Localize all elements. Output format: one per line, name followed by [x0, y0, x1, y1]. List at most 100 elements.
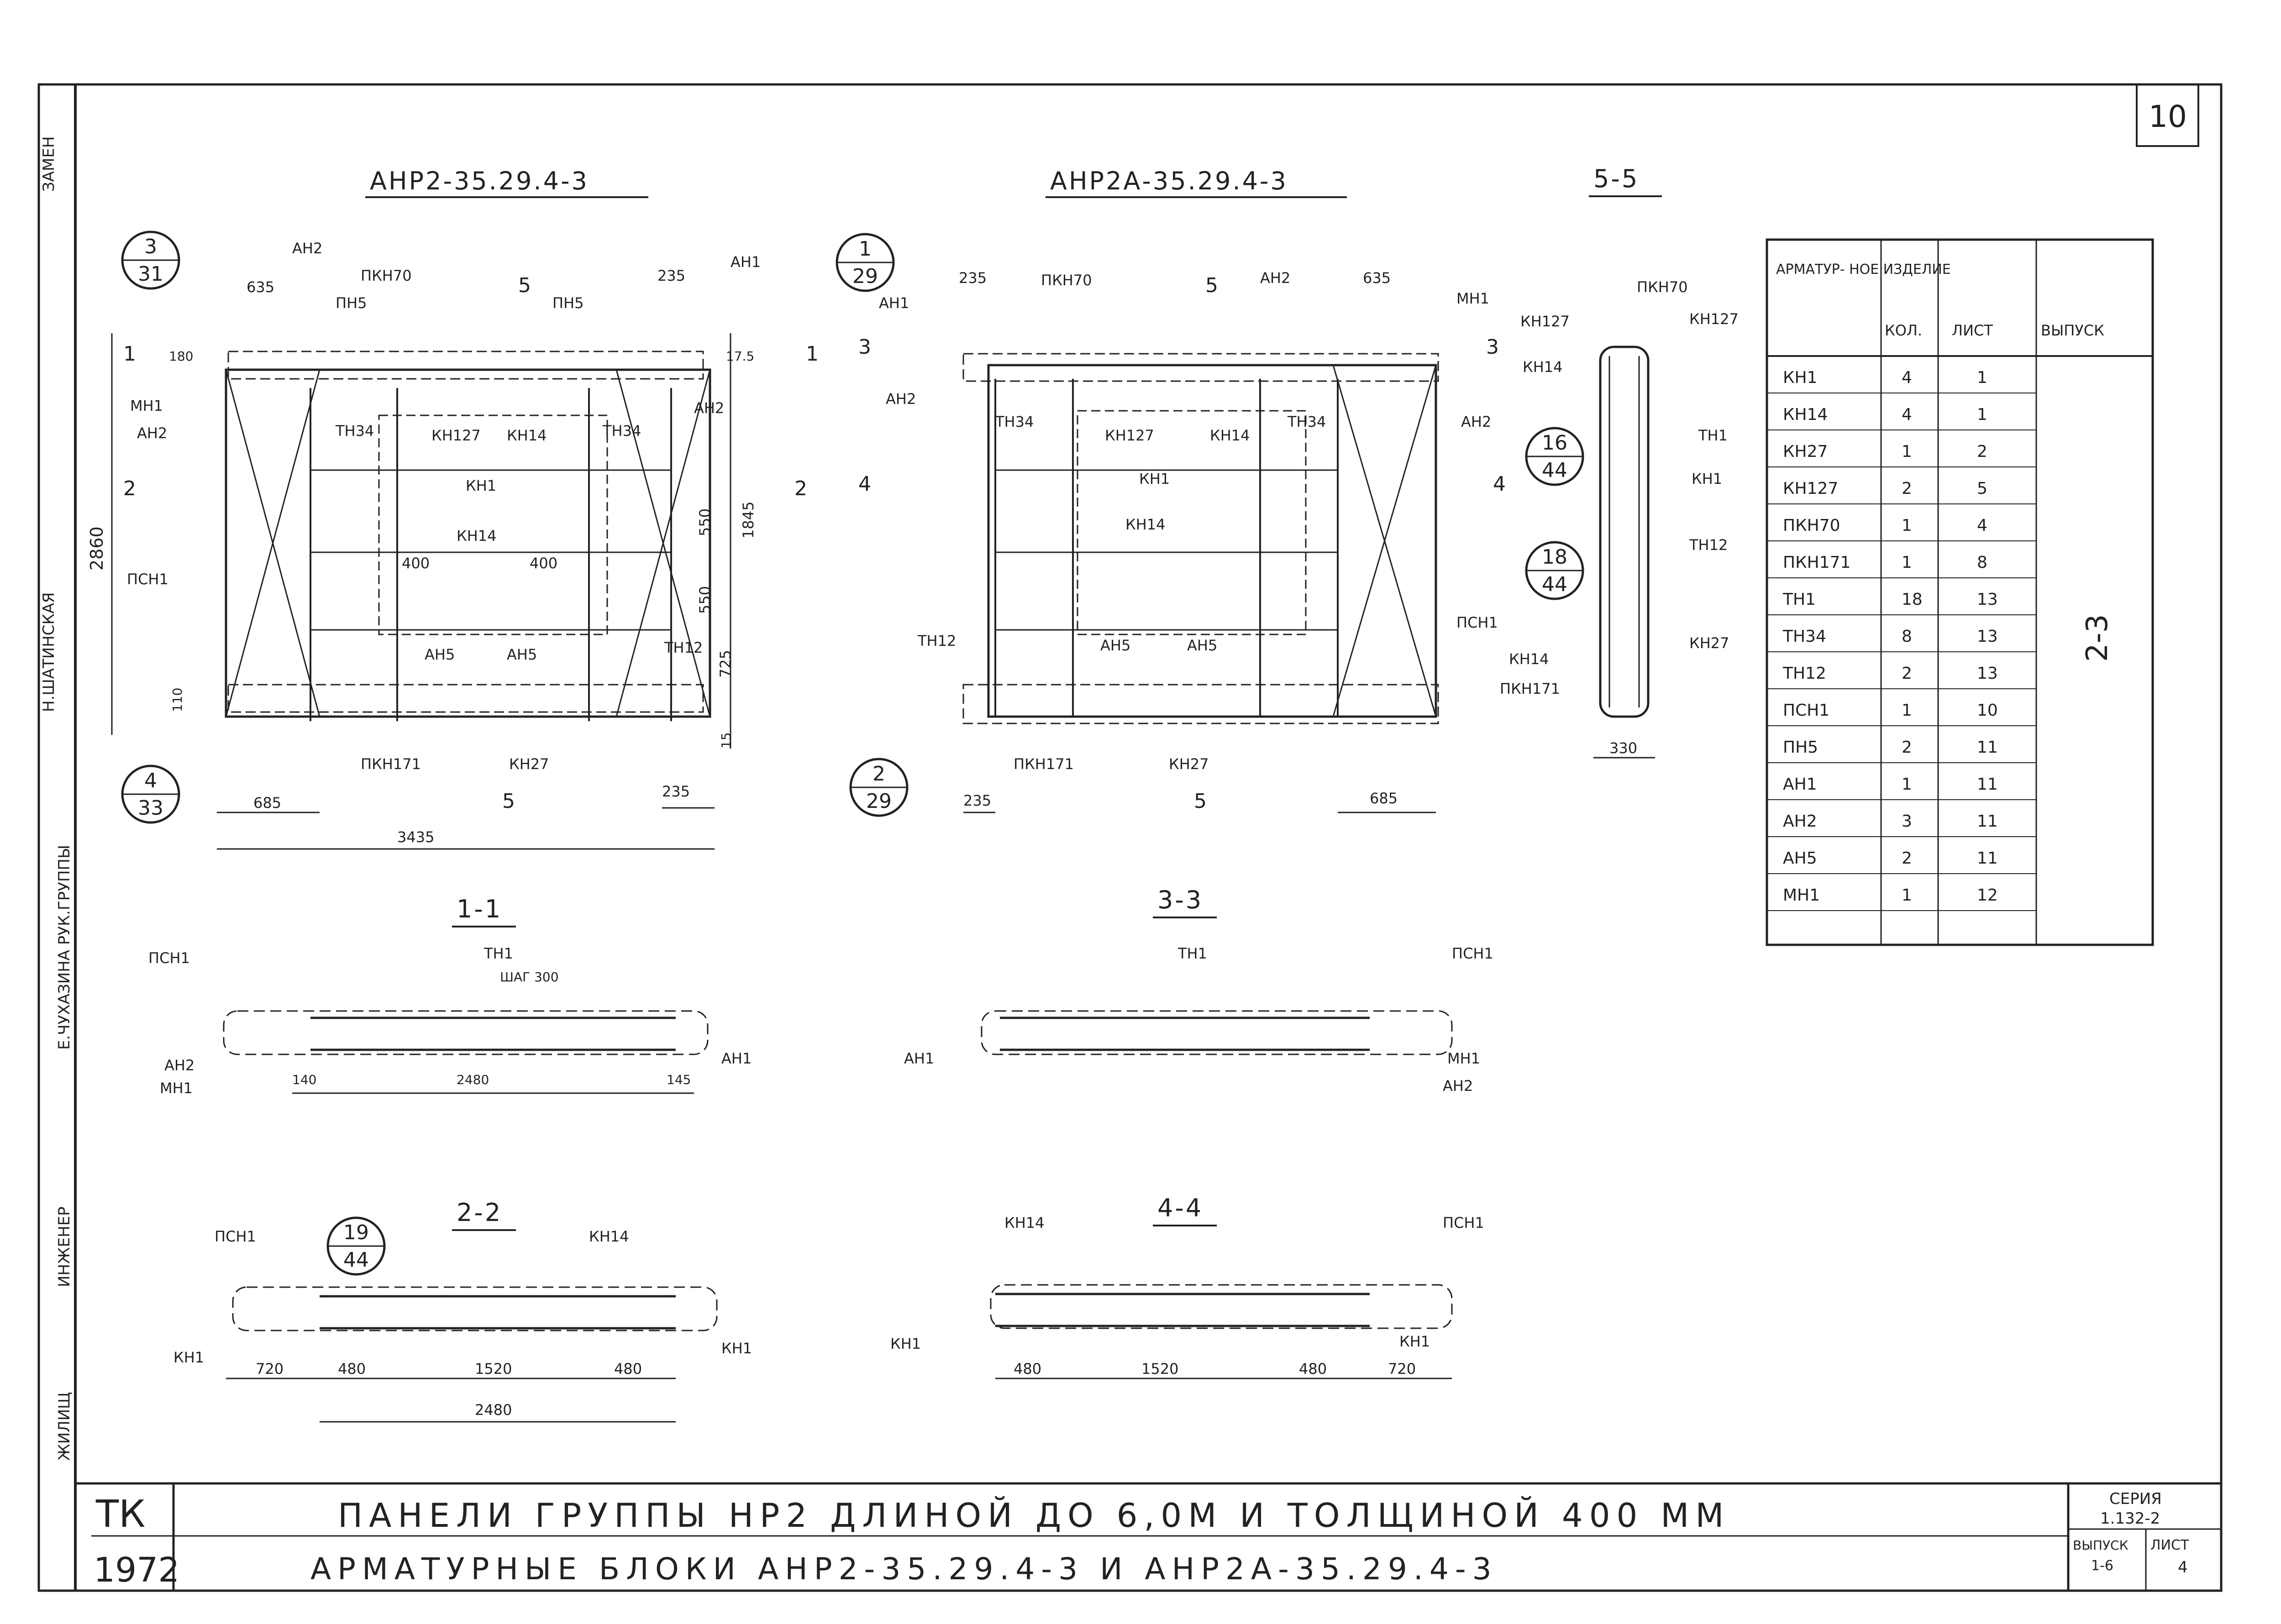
- view2-drawing: 1 29 2 29 235 ПКН70 5 АН2 635 МН1 АН1 3 …: [836, 233, 1506, 817]
- strip-text-4: ИНЖЕНЕР: [55, 1206, 74, 1287]
- view2-cross-b: [1332, 365, 1437, 717]
- v1-label: 1845: [740, 502, 757, 539]
- v2-label: ТН34: [995, 413, 1034, 430]
- v2-label: КН14: [1125, 516, 1166, 533]
- s11-label: МН1: [160, 1079, 193, 1097]
- v2-label: АН2: [1461, 413, 1491, 430]
- spec-header-qty: КОЛ.: [1885, 322, 1922, 339]
- spec-cell-item: АН5: [1783, 849, 1817, 868]
- v1-label: 110: [170, 688, 185, 712]
- section-4-4-drawing: КН14 ПСН1 КН1 КН1 480 1520 480 720: [890, 1214, 1484, 1379]
- spec-cell-qty: 1: [1902, 442, 1912, 461]
- view3-callout-2-top: 18: [1542, 545, 1567, 569]
- spec-header-item: АРМАТУР- НОЕ ИЗДЕЛИЕ: [1776, 262, 1951, 278]
- s22-label: 1520: [475, 1360, 512, 1378]
- v1-label: КН127: [431, 427, 481, 444]
- s11-label: ШАГ 300: [500, 969, 559, 985]
- sheet-number: 10: [2149, 99, 2187, 134]
- v1-label: ПКН171: [361, 755, 421, 773]
- s33-label: МН1: [1447, 1050, 1480, 1067]
- spec-cell-item: АН2: [1783, 812, 1817, 831]
- s33-label: ПСН1: [1452, 945, 1493, 962]
- v2-label: АН2: [886, 390, 916, 408]
- view1-callout-1-bottom: 31: [138, 262, 163, 286]
- v3-label: ТН1: [1698, 427, 1728, 444]
- view2-callout-1-bottom: 29: [852, 265, 878, 288]
- spec-cell-qty: 1: [1902, 553, 1912, 572]
- spec-table-frame: [1766, 238, 2154, 946]
- spec-cell-qty: 1: [1902, 516, 1912, 535]
- v2-label: 235: [963, 792, 991, 809]
- s22-label: 480: [338, 1360, 366, 1378]
- s11-label: АН1: [721, 1050, 752, 1067]
- spec-cell-item: КН14: [1783, 405, 1828, 424]
- spec-issue-value: 2-3: [2081, 614, 2114, 662]
- spec-cell-sheet: 8: [1977, 553, 1987, 572]
- v1-label: 17.5: [726, 349, 754, 364]
- spec-cell-item: АН1: [1783, 775, 1817, 794]
- s44-label: КН14: [1004, 1214, 1045, 1231]
- strip-text-1: ЗАМЕН: [40, 136, 58, 192]
- sheet-label: ЛИСТ: [2150, 1537, 2189, 1553]
- v3-label: ПКН70: [1637, 278, 1688, 296]
- section-2-2-title: 2-2: [457, 1198, 502, 1227]
- v2-label: КН1: [1139, 470, 1170, 487]
- spec-cell-item: ТН1: [1782, 590, 1816, 609]
- view1-bottom-band: [227, 684, 704, 713]
- series-label: СЕРИЯ: [2109, 1490, 2162, 1508]
- s11-panel: [223, 1010, 709, 1055]
- spec-cell-qty: 4: [1902, 368, 1912, 387]
- section-4-4-title: 4-4: [1157, 1194, 1203, 1222]
- s44-panel: [990, 1284, 1453, 1329]
- v2-label: 635: [1363, 269, 1391, 287]
- v1-label: 1: [806, 342, 819, 366]
- view2-opening: [1077, 410, 1307, 635]
- v2-label: КН127: [1105, 427, 1154, 444]
- spec-cell-sheet: 13: [1977, 590, 1998, 609]
- v2-label: МН1: [1456, 290, 1489, 307]
- v3-label: КН14: [1509, 650, 1549, 668]
- s11-label: ПСН1: [148, 949, 190, 967]
- v1-label: ПН5: [336, 294, 367, 312]
- v3-label: ПКН171: [1500, 680, 1560, 697]
- title-block: ТК 1972 ПАНЕЛИ ГРУППЫ НР2 ДЛИНОЙ ДО 6,0М…: [75, 1482, 2221, 1591]
- v3-label: КН127: [1520, 313, 1570, 330]
- v1-label: 235: [657, 267, 685, 284]
- spec-cell-sheet: 11: [1977, 775, 1998, 794]
- v1-label: МН1: [130, 397, 163, 414]
- v3-label: КН127: [1689, 310, 1739, 328]
- spec-cell-sheet: 2: [1977, 442, 1987, 461]
- v3-label: 330: [1609, 739, 1637, 757]
- spec-cell-sheet: 11: [1977, 849, 1998, 868]
- s44-label: КН1: [890, 1335, 921, 1352]
- s22-label: 720: [256, 1360, 284, 1378]
- s22-callout-top: 19: [343, 1221, 369, 1244]
- v1-label: 1: [123, 342, 136, 366]
- s22-panel: [232, 1286, 718, 1331]
- spec-cell-qty: 8: [1902, 627, 1912, 646]
- v1-label: 2: [123, 477, 136, 500]
- v3-label: КН14: [1523, 358, 1563, 376]
- spec-cell-item: ТН12: [1782, 664, 1826, 683]
- v2-label: АН2: [1260, 269, 1290, 287]
- issue-label: ВЫПУСК: [2073, 1538, 2129, 1553]
- view3-callout-1-top: 16: [1542, 431, 1567, 455]
- v2-label: 3: [1486, 335, 1499, 359]
- v1-label: 635: [247, 278, 274, 296]
- spec-cell-sheet: 1: [1977, 405, 1987, 424]
- s22-label: КН1: [721, 1340, 752, 1357]
- v1-label: 400: [530, 555, 557, 572]
- s11-label: ТН1: [484, 945, 513, 962]
- s11-label: 140: [292, 1072, 316, 1087]
- view1-cross-left-b: [225, 369, 321, 717]
- v2-label: ПСН1: [1456, 614, 1498, 631]
- s44-label: 720: [1388, 1360, 1416, 1378]
- view2-callout-1-top: 1: [859, 237, 872, 261]
- view1-top-cage: [227, 351, 704, 380]
- strip-text-2: Н.ШАТИНСКАЯ: [40, 592, 58, 712]
- spec-cell-item: ПСН1: [1783, 701, 1829, 720]
- spec-header-sheet: ЛИСТ: [1952, 322, 1993, 339]
- v1-label: 3435: [397, 828, 434, 846]
- issue-value: 1-6: [2091, 1558, 2113, 1574]
